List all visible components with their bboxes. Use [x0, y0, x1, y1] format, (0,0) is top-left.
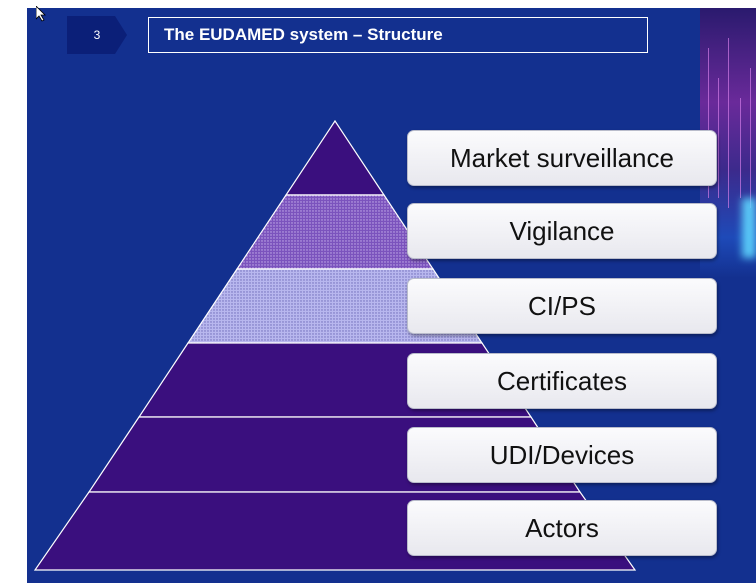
level-label-market-surveillance: Market surveillance — [407, 130, 717, 186]
mouse-pointer-icon — [36, 6, 46, 22]
slide-number: 3 — [67, 16, 127, 54]
level-label-udi-devices: UDI/Devices — [407, 427, 717, 483]
level-label-certificates: Certificates — [407, 353, 717, 409]
level-label-cips: CI/PS — [407, 278, 717, 334]
pyramid-level-market-surveillance — [284, 119, 386, 196]
level-label-actors: Actors — [407, 500, 717, 556]
slide-title: The EUDAMED system – Structure — [148, 17, 648, 53]
level-label-vigilance: Vigilance — [407, 203, 717, 259]
pyramid-level-vigilance — [235, 194, 435, 270]
